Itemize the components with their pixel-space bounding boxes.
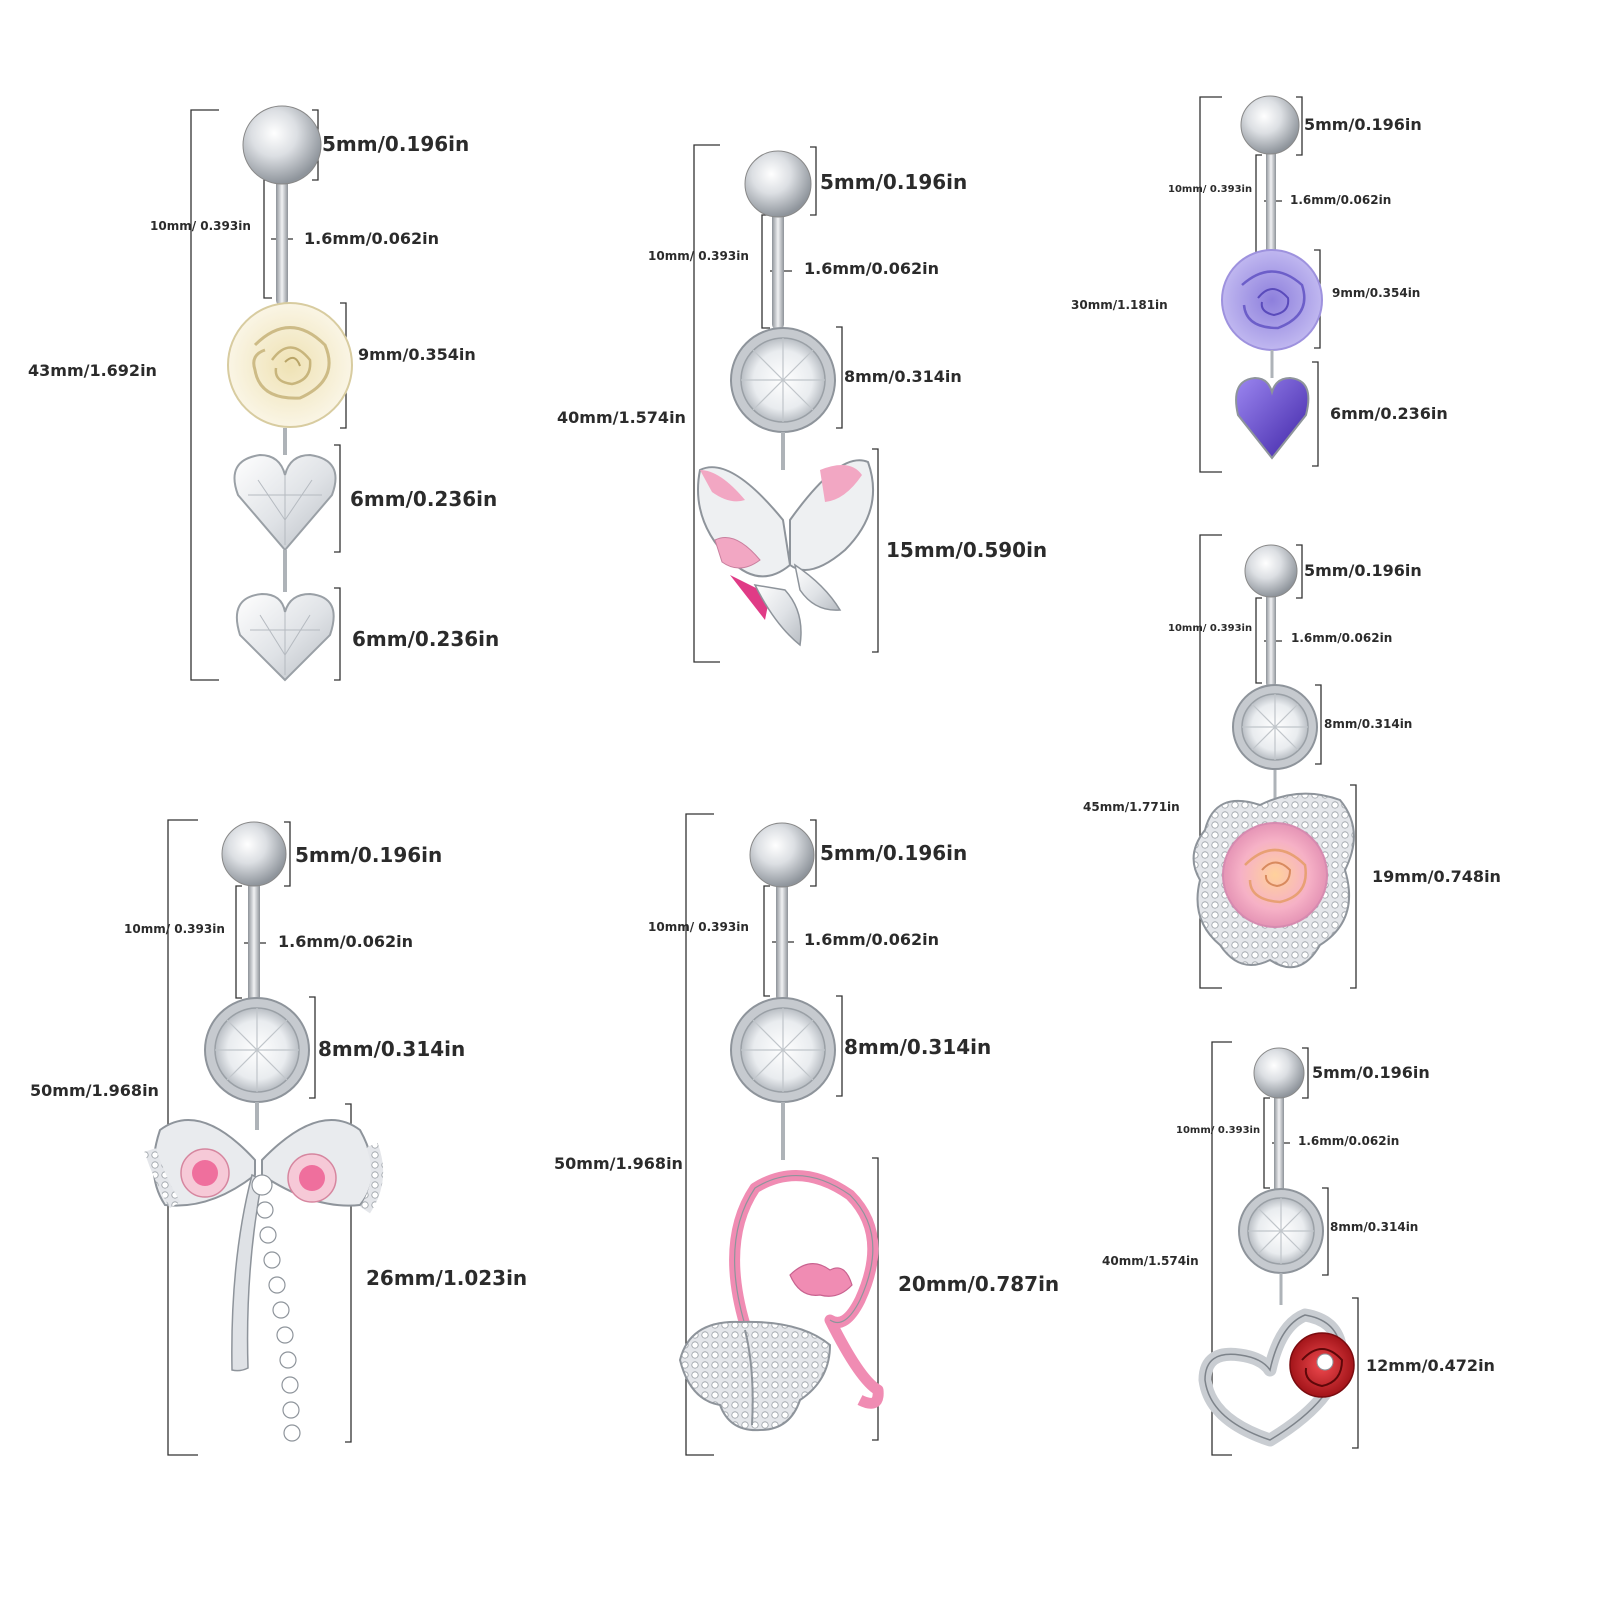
item-3-gauge-label: 1.6mm/0.062in bbox=[1290, 193, 1392, 207]
item-4-pendant-size-label: 19mm/0.748in bbox=[1372, 867, 1501, 886]
item-4-gauge-label: 1.6mm/0.062in bbox=[1291, 631, 1393, 645]
item-4-dimension-lines bbox=[1199, 534, 1357, 989]
item-6-heart-butterfly-charm bbox=[678, 1170, 884, 1432]
item-3-heart-size-label: 6mm/0.236in bbox=[1330, 404, 1448, 423]
item-7-pendant-size-label: 12mm/0.472in bbox=[1366, 1356, 1495, 1375]
item-2-dimension-lines bbox=[693, 144, 879, 663]
item-3-top-ball bbox=[1240, 95, 1300, 155]
item-3-total-length-label: 30mm/1.181in bbox=[1071, 298, 1168, 312]
item-5-round-gem bbox=[204, 997, 310, 1103]
item-4-gem-size-label: 8mm/0.314in bbox=[1324, 717, 1413, 731]
item-6-top-ball bbox=[749, 822, 815, 888]
item-3-ball-size-label: 5mm/0.196in bbox=[1304, 115, 1422, 134]
item-1-top-ball bbox=[242, 105, 322, 185]
item-2-butterfly-charm bbox=[697, 459, 875, 647]
item-1-heart-2-size-label: 6mm/0.236in bbox=[352, 627, 500, 651]
item-5-total-length-label: 50mm/1.968in bbox=[30, 1081, 159, 1100]
item-3-rose-charm bbox=[1221, 249, 1323, 351]
item-3-flower-size-label: 9mm/0.354in bbox=[1332, 286, 1421, 300]
item-7-round-gem bbox=[1238, 1188, 1324, 1274]
item-1-bar-length-label: 10mm/ 0.393in bbox=[150, 219, 251, 233]
item-6-round-gem bbox=[730, 997, 836, 1103]
item-7-bar-length-label: 10mm/ 0.393in bbox=[1176, 1125, 1261, 1136]
item-5-gauge-label: 1.6mm/0.062in bbox=[278, 932, 414, 951]
item-1-bar bbox=[276, 176, 288, 306]
item-2-round-gem bbox=[730, 327, 836, 433]
item-1-ball-size-label: 5mm/0.196in bbox=[322, 132, 470, 156]
item-1-heart-1-size-label: 6mm/0.236in bbox=[350, 487, 498, 511]
item-7-ball-size-label: 5mm/0.196in bbox=[1312, 1063, 1430, 1082]
item-3-bar bbox=[1266, 148, 1276, 258]
item-7-gem-size-label: 8mm/0.314in bbox=[1330, 1220, 1419, 1234]
item-7-gauge-label: 1.6mm/0.062in bbox=[1298, 1134, 1400, 1148]
item-2-ball-size-label: 5mm/0.196in bbox=[820, 170, 968, 194]
item-4-bar-length-label: 10mm/ 0.393in bbox=[1168, 623, 1253, 634]
item-4-ball-size-label: 5mm/0.196in bbox=[1304, 561, 1422, 580]
item-4-rose-frame-charm bbox=[1192, 792, 1355, 969]
item-6-bar-length-label: 10mm/ 0.393in bbox=[648, 920, 749, 934]
item-6-dimension-lines bbox=[685, 813, 879, 1456]
item-3-purple-heart bbox=[1235, 376, 1310, 460]
item-4-top-ball bbox=[1244, 544, 1298, 598]
item-5-bar bbox=[248, 876, 260, 1004]
item-6-bar bbox=[776, 876, 788, 1002]
item-7-heart-red-rose-piercing bbox=[1198, 1041, 1359, 1456]
item-5-bow-piercing bbox=[144, 819, 384, 1456]
item-2-bar-length-label: 10mm/ 0.393in bbox=[648, 249, 749, 263]
item-6-total-length-label: 50mm/1.968in bbox=[554, 1154, 683, 1173]
item-5-gem-size-label: 8mm/0.314in bbox=[318, 1037, 466, 1061]
item-6-gem-size-label: 8mm/0.314in bbox=[844, 1035, 992, 1059]
item-2-gem-size-label: 8mm/0.314in bbox=[844, 367, 962, 386]
item-5-ball-size-label: 5mm/0.196in bbox=[295, 843, 443, 867]
item-5-pendant-size-label: 26mm/1.023in bbox=[366, 1266, 528, 1290]
item-2-top-ball bbox=[744, 150, 812, 218]
item-3-purple-rose-piercing bbox=[1199, 95, 1323, 473]
item-4-round-gem bbox=[1232, 684, 1318, 770]
item-1-gauge-label: 1.6mm/0.062in bbox=[304, 229, 440, 248]
item-2-total-length-label: 40mm/1.574in bbox=[557, 408, 686, 427]
item-2-butterfly-piercing bbox=[693, 144, 879, 663]
item-1-flower-size-label: 9mm/0.354in bbox=[358, 345, 476, 364]
item-7-top-ball bbox=[1253, 1047, 1305, 1099]
item-4-pink-rose-frame-piercing bbox=[1192, 534, 1357, 989]
item-7-heart-rose-charm bbox=[1198, 1308, 1355, 1447]
item-6-ball-size-label: 5mm/0.196in bbox=[820, 841, 968, 865]
item-4-bar bbox=[1266, 588, 1276, 688]
item-6-heart-butterfly-piercing bbox=[678, 813, 884, 1456]
item-6-gauge-label: 1.6mm/0.062in bbox=[804, 930, 940, 949]
item-2-pendant-size-label: 15mm/0.590in bbox=[886, 538, 1048, 562]
item-5-bow-charm bbox=[144, 1119, 384, 1442]
item-7-total-length-label: 40mm/1.574in bbox=[1102, 1254, 1199, 1268]
item-3-bar-length-label: 10mm/ 0.393in bbox=[1168, 184, 1253, 195]
item-2-bar bbox=[772, 205, 784, 330]
item-6-pendant-size-label: 20mm/0.787in bbox=[898, 1272, 1060, 1296]
item-4-total-length-label: 45mm/1.771in bbox=[1083, 800, 1180, 814]
item-2-gauge-label: 1.6mm/0.062in bbox=[804, 259, 940, 278]
item-7-bar bbox=[1274, 1090, 1284, 1193]
item-5-bar-length-label: 10mm/ 0.393in bbox=[124, 922, 225, 936]
item-5-top-ball bbox=[221, 821, 287, 887]
item-1-rose-charm bbox=[227, 302, 353, 428]
item-1-total-length-label: 43mm/1.692in bbox=[28, 361, 157, 380]
item-1-cream-rose-piercing bbox=[190, 105, 353, 682]
